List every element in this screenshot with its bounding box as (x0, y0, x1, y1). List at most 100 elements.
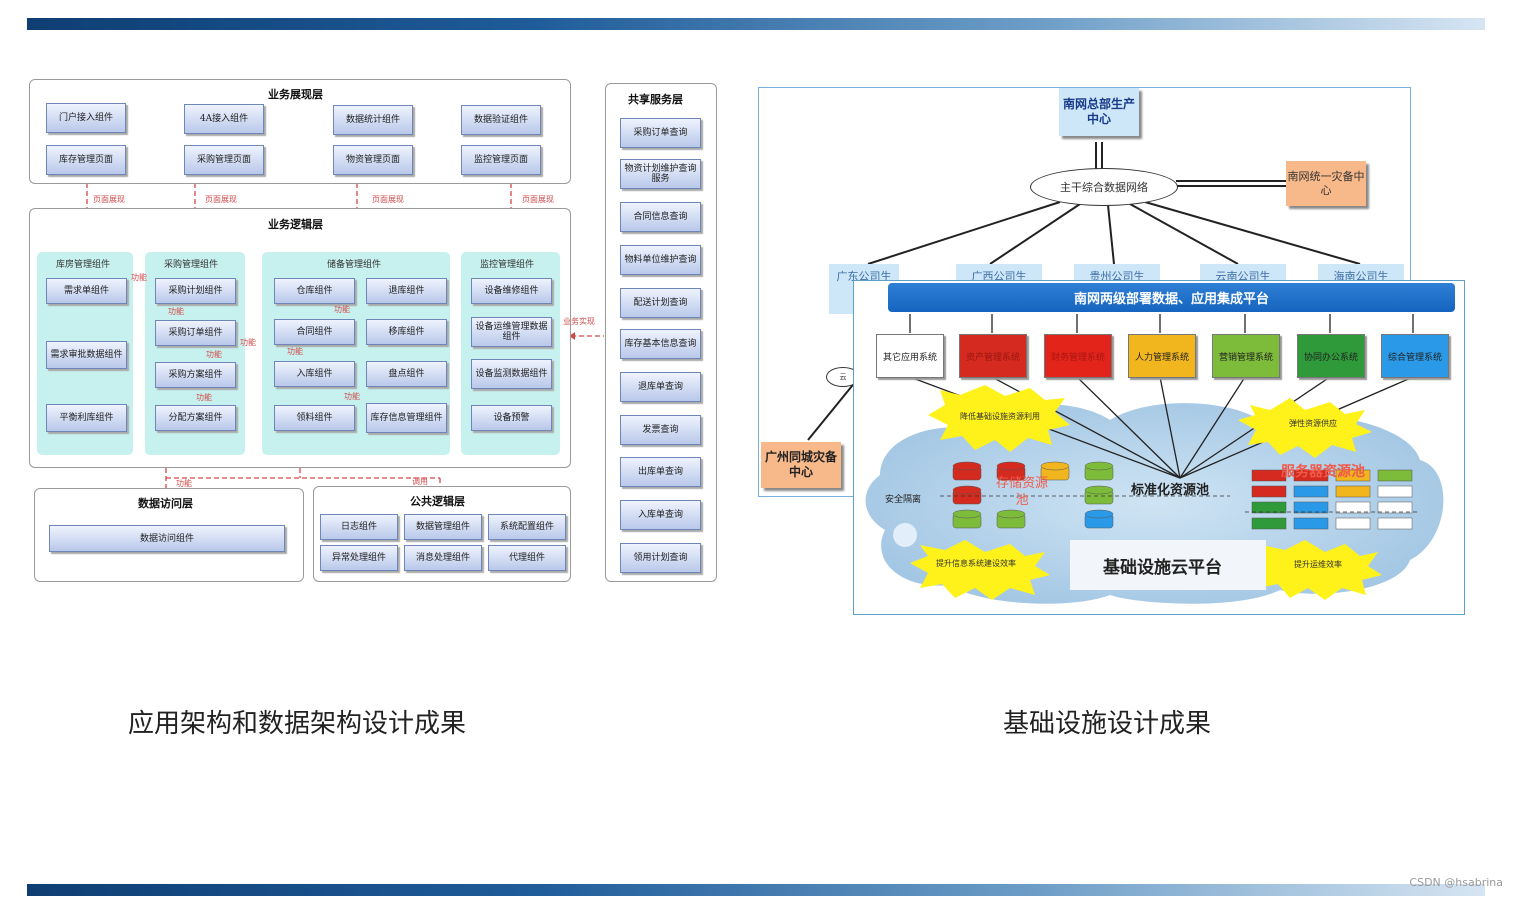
group-label: 库房管理组件 (56, 260, 111, 270)
component-box: 采购订单组件 (155, 320, 236, 346)
component-box: 异常处理组件 (320, 545, 398, 571)
component-box: 物资计划维护查询服务 (620, 159, 701, 189)
bottom-decor-bar (27, 884, 1485, 896)
group-label: 储备管理组件 (327, 260, 382, 270)
app-system-box: 财务管理系统 (1044, 334, 1112, 378)
component-box: 配送计划查询 (620, 288, 701, 318)
server-pool-label: 服务器资源池 (1281, 464, 1365, 480)
component-box: 设备预警 (471, 405, 552, 431)
component-box: 门户接入组件 (46, 103, 126, 133)
component-box: 4A接入组件 (184, 104, 264, 134)
watermark: CSDN @hsabrina (1409, 876, 1503, 889)
server-stacks (1251, 469, 1413, 530)
burst-label: 弹性资源供应 (1289, 419, 1337, 428)
component-box: 库存信息管理组件 (366, 403, 447, 433)
component-box: 入库组件 (274, 361, 355, 387)
biz-presentation-title: 业务展现层 (268, 88, 323, 101)
component-box: 设备运维管理数据组件 (471, 317, 552, 347)
component-box: 数据管理组件 (404, 514, 482, 540)
component-box: 物资管理页面 (333, 145, 413, 175)
component-box: 消息处理组件 (404, 545, 482, 571)
annotation: 页面展现 (93, 195, 125, 204)
annotation: 功能 (168, 307, 184, 316)
component-box: 合同信息查询 (620, 202, 701, 232)
component-box: 领料组件 (274, 405, 355, 431)
annotation: 页面展现 (522, 195, 554, 204)
component-box: 监控管理页面 (461, 145, 541, 175)
right-caption: 基础设施设计成果 (1003, 709, 1212, 739)
burst-label: 降低基础设施资源利用 (960, 412, 1040, 421)
subsidiary-box: 云南公司生 (1200, 264, 1286, 284)
component-box: 退库单查询 (620, 372, 701, 402)
subsidiary-box: 海南公司生 (1318, 264, 1404, 284)
annotation: 功能 (344, 392, 360, 401)
component-box: 设备维修组件 (471, 278, 552, 304)
component-box: 采购管理页面 (184, 145, 264, 175)
component-box: 采购订单查询 (620, 118, 701, 148)
app-system-box: 营销管理系统 (1212, 334, 1280, 378)
hq-production-center: 南网总部生产中心 (1059, 88, 1139, 136)
annotation: 页面展现 (372, 195, 404, 204)
annotation: 功能 (131, 273, 147, 282)
component-box: 系统配置组件 (488, 514, 566, 540)
burst-label: 提升运维效率 (1294, 560, 1342, 569)
infra-label-bg (1070, 540, 1266, 590)
annotation: 功能 (206, 350, 222, 359)
storage-cylinders (952, 461, 1114, 529)
group-label: 监控管理组件 (480, 260, 535, 270)
component-box: 日志组件 (320, 514, 398, 540)
annotation: 页面展现 (205, 195, 237, 204)
annotation: 功能 (176, 479, 192, 488)
burst-label: 提升信息系统建设效率 (936, 559, 1016, 568)
unified-backup-center: 南网统一灾备中心 (1286, 161, 1366, 206)
annotation: 功能 (334, 305, 350, 314)
group-label: 采购管理组件 (164, 260, 219, 270)
annotation: 功能 (196, 393, 212, 402)
annotation: 功能 (240, 338, 256, 347)
component-box: 设备监测数据组件 (471, 359, 552, 389)
component-box: 出库单查询 (620, 457, 701, 487)
infra-cloud-platform-label: 基础设施云平台 (1103, 558, 1222, 578)
component-box: 仓库组件 (274, 278, 355, 304)
component-box: 移库组件 (366, 319, 447, 345)
app-system-box: 综合管理系统 (1381, 334, 1449, 378)
component-box: 数据访问组件 (49, 525, 285, 552)
component-box: 领用计划查询 (620, 543, 701, 573)
component-box: 代理组件 (488, 545, 566, 571)
component-box: 发票查询 (620, 415, 701, 445)
component-box: 退库组件 (366, 278, 447, 304)
component-box: 采购方案组件 (155, 362, 236, 388)
app-system-box: 人力管理系统 (1128, 334, 1196, 378)
top-decor-bar (27, 18, 1485, 30)
subsidiary-box: 广西公司生 (956, 264, 1042, 284)
public-logic-title: 公共逻辑层 (410, 495, 465, 508)
component-box: 入库单查询 (620, 500, 701, 530)
app-system-box: 资产管理系统 (959, 334, 1027, 378)
component-box: 采购计划组件 (155, 278, 236, 304)
component-box: 合同组件 (274, 319, 355, 345)
component-box: 物料单位维护查询 (620, 245, 701, 275)
biz-logic-title: 业务逻辑层 (268, 218, 323, 231)
resource-pool-label: 标准化资源池 (1131, 483, 1210, 498)
component-box: 平衡利库组件 (46, 404, 127, 432)
app-system-box: 其它应用系统 (876, 334, 944, 378)
shared-service-title: 共享服务层 (628, 93, 683, 106)
guangzhou-backup-center: 广州同城灾备中心 (761, 442, 841, 488)
component-box: 库存管理页面 (46, 145, 126, 175)
annotation: 功能 (287, 347, 303, 356)
component-box: 盘点组件 (366, 361, 447, 387)
component-box: 数据统计组件 (333, 105, 413, 135)
annotation: 业务实现 (563, 317, 595, 326)
component-box: 库存基本信息查询 (620, 329, 701, 359)
annotation: 调用 (412, 477, 428, 486)
backbone-network-cloud: 主干综合数据网络 (1030, 168, 1178, 206)
left-caption: 应用架构和数据架构设计成果 (128, 709, 467, 739)
component-box: 需求审批数据组件 (46, 341, 127, 369)
data-access-title: 数据访问层 (138, 497, 193, 510)
integration-platform-bar: 南网两级部署数据、应用集成平台 (888, 283, 1455, 312)
component-box: 分配方案组件 (155, 405, 236, 431)
storage-pool-label: 存储资源池 (996, 476, 1049, 508)
security-label: 安全隔离 (885, 495, 922, 505)
